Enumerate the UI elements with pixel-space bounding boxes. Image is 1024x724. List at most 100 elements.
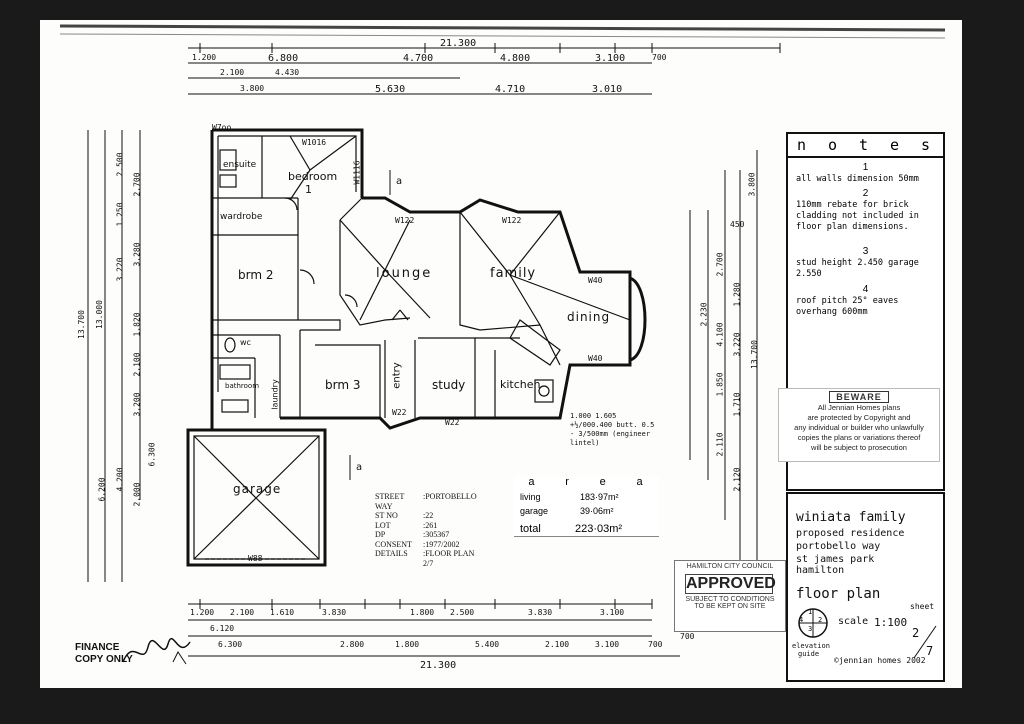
note-text: stud height 2.450 garage 2.550 (796, 258, 919, 279)
room-ensuite: ensuite (223, 160, 257, 170)
page-ref: 2/7 (423, 558, 434, 568)
room-garage: garage (233, 482, 282, 496)
notes-heading: n o t e s (788, 134, 943, 158)
dim-left: 6.200 (97, 477, 107, 502)
lot-label: LOT (375, 520, 391, 530)
project-line: hamilton (796, 565, 845, 576)
dim-top-total: 21.300 (440, 38, 477, 49)
dim-top: 4.700 (403, 53, 434, 64)
dim-top: 3.800 (240, 84, 265, 93)
dim-right: 3.800 (747, 172, 757, 197)
dim-right: 13.700 (749, 340, 759, 369)
dim-right: 2.700 (715, 252, 725, 277)
project-line: portobello way (796, 541, 881, 552)
title-block: winiata family proposed residence portob… (786, 492, 945, 682)
dim-bottom: 5.400 (475, 640, 500, 649)
lintel-note: 1.000 1.605 +½/000.400 butt. 0.5 - 3/500… (570, 412, 655, 447)
dim-bottom: 2.100 (545, 640, 570, 649)
dim-bottom: 3.100 (595, 640, 620, 649)
dim-right: 2.110 (715, 432, 725, 457)
dim-top: 2.100 (220, 68, 245, 77)
elevation-guide-label: guide (798, 650, 820, 658)
room-dining: dining (567, 310, 611, 324)
council-approval-stamp: HAMILTON CITY COUNCIL APPROVED SUBJECT T… (674, 560, 786, 632)
dim-left: 2.000 (132, 482, 142, 507)
note-number: 2 (862, 188, 869, 199)
details-value: :FLOOR PLAN (423, 549, 475, 558)
dim-right: 2.120 (732, 467, 742, 492)
dim-left: 13.700 (76, 310, 86, 339)
note-number: 3 (862, 246, 869, 257)
note-text: 110mm rebate for brick cladding not incl… (796, 200, 919, 232)
drawing-title: floor plan (796, 586, 881, 602)
stamp-line1: SUBJECT TO CONDITIONS (685, 596, 775, 603)
signature (122, 637, 191, 665)
window-label: W40 (588, 354, 603, 363)
dim-top: 3.010 (592, 84, 623, 95)
dim-top: 6.800 (268, 53, 299, 64)
dim-left: 6.300 (147, 442, 157, 467)
scale-value: 1:100 (874, 616, 908, 629)
dim-right: 700 (680, 632, 695, 641)
copyright-line: ©jennian homes 2002 (834, 656, 926, 665)
stno-label: ST NO (375, 511, 398, 520)
window-label: W1016 (302, 138, 327, 147)
dim-right: 4.100 (715, 322, 725, 347)
window-label: W88 (248, 554, 263, 563)
room-wardrobe: wardrobe (220, 212, 263, 222)
window-label: W22 (445, 418, 460, 427)
dim-top: 700 (652, 53, 667, 62)
stamp-council: HAMILTON CITY COUNCIL (686, 563, 774, 570)
room-family: family (490, 266, 537, 281)
dim-right: 2.230 (699, 302, 709, 327)
lot-value: :261 (423, 520, 438, 530)
dim-bottom: 700 (648, 640, 663, 649)
dim-top: 4.430 (275, 68, 300, 77)
sheet-total: 7 (926, 644, 934, 658)
sheet-divider (913, 625, 937, 659)
dim-left: 3.220 (115, 257, 125, 282)
dim-bottom: 6.120 (210, 624, 235, 633)
site-details: STREET:PORTOBELLO WAY ST NO:22 LOT:261 D… (375, 492, 495, 568)
dim-bottom: 2.500 (450, 608, 475, 617)
sheet-number: 2 (912, 626, 920, 640)
dim-left: 2.700 (132, 172, 142, 197)
stno-value: :22 (423, 511, 434, 520)
dim-top: 4.710 (495, 84, 526, 95)
dim-bottom: 2.800 (340, 640, 365, 649)
room-study: study (432, 378, 466, 392)
window-label: W40 (588, 276, 603, 285)
dim-left: 1.820 (132, 312, 142, 337)
dim-top: 1.200 (192, 53, 217, 62)
dim-left: 13.000 (94, 300, 104, 329)
section-marker: a (356, 462, 363, 473)
dim-left: 4.200 (115, 467, 125, 492)
dim-bottom: 3.830 (322, 608, 347, 617)
room-bathroom: bathroom (225, 382, 260, 390)
dim-top: 4.800 (500, 53, 531, 64)
dim-bottom: 1.200 (190, 608, 215, 617)
street-value: :PORTOBELLO WAY (375, 492, 477, 511)
dim-bottom: 1.800 (395, 640, 420, 649)
dim-left: 2.500 (115, 152, 125, 177)
note-text: roof pitch 25° eaves overhang 600mm (796, 296, 899, 317)
note-text: all walls dimension 50mm (796, 174, 919, 184)
dim-right: 450 (730, 220, 745, 229)
room-bedroom1: bedroom (288, 170, 338, 183)
street-label: STREET (375, 492, 405, 501)
project-line: proposed residence (796, 528, 905, 539)
dim-left: 3.280 (132, 242, 142, 267)
dim-bottom: 6.300 (218, 640, 243, 649)
floor-plan-drawing (59, 24, 946, 678)
note-number: 1 (862, 162, 869, 173)
room-brm3: brm 3 (325, 378, 361, 392)
room-kitchen: kitchen (500, 378, 541, 391)
elevation-guide-label: elevation (792, 642, 830, 650)
elevation-guide-icon (798, 608, 828, 638)
window-label: W7oo (212, 123, 232, 132)
dim-bottom: 1.800 (410, 608, 435, 617)
